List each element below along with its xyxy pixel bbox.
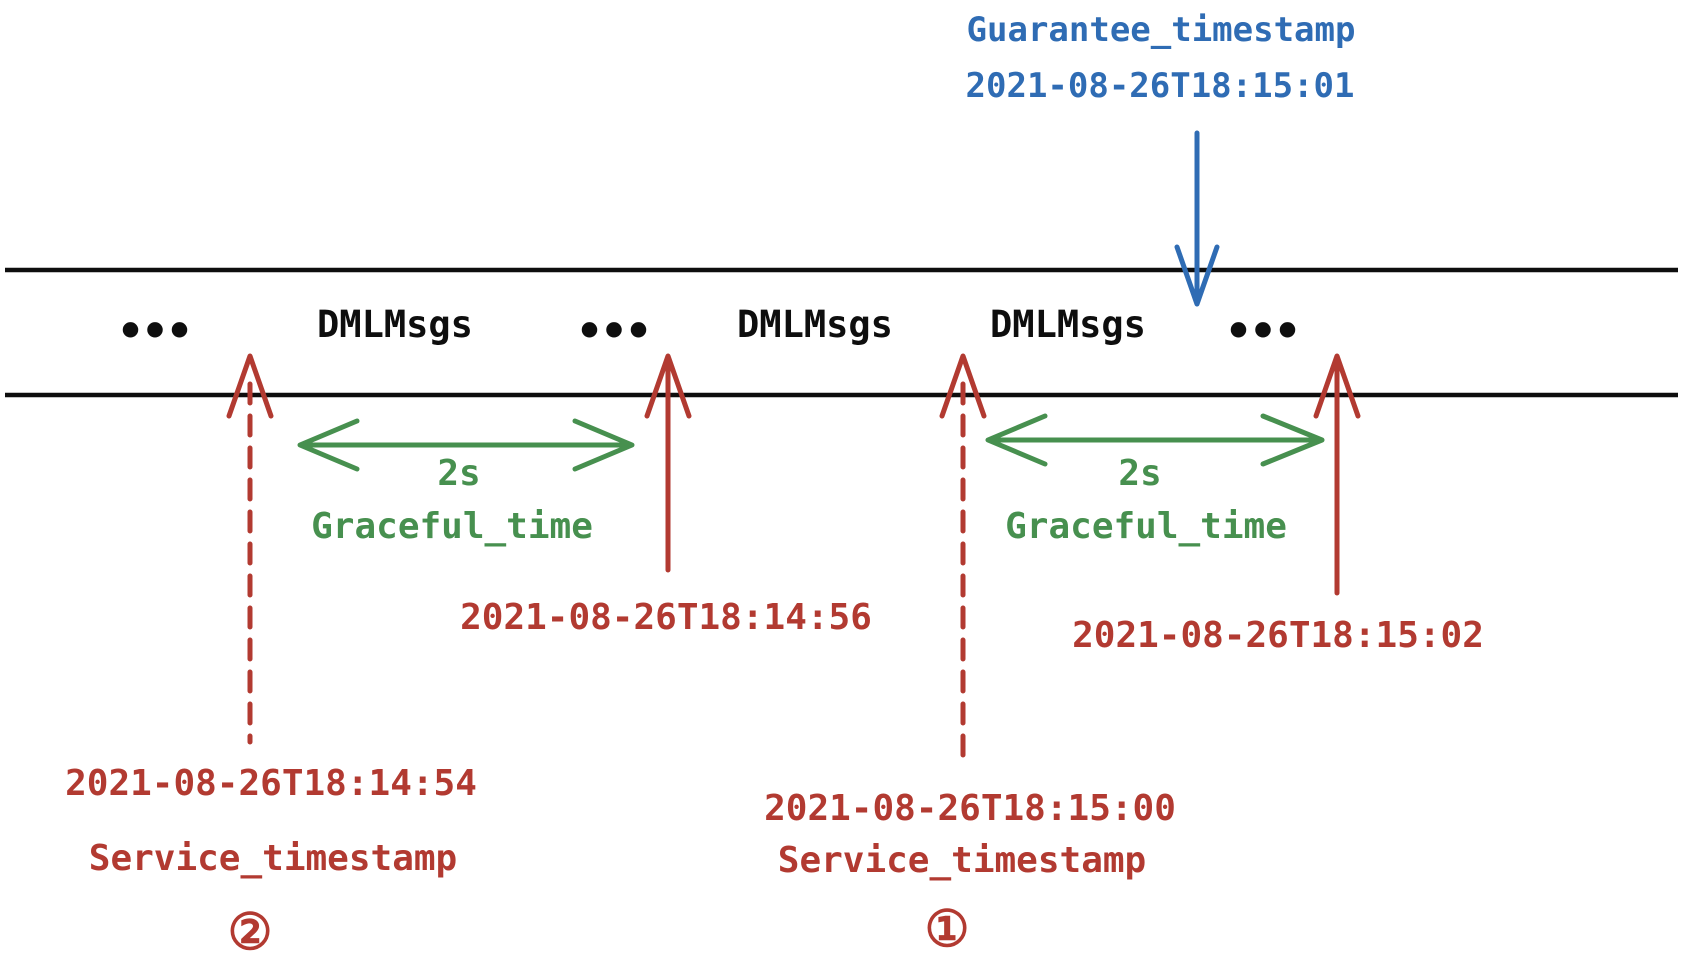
dmlmsgs-label: DMLMsgs (737, 303, 893, 346)
graceful-left-duration: 2s (437, 453, 481, 494)
graceful-left-span-arrow-icon (297, 418, 635, 472)
dml-after-arrow-icon (1313, 353, 1361, 596)
service-left-arrow-dashed-icon (226, 353, 274, 745)
graceful-right-span-arrow-icon (985, 413, 1325, 467)
dml-before-arrow-icon (644, 353, 692, 573)
badge-circled-1: ① (924, 900, 970, 958)
graceful-right-label: Graceful_time (1005, 506, 1287, 547)
dmlmsgs-label: DMLMsgs (990, 303, 1146, 346)
ellipsis-dots: ••• (1225, 306, 1300, 357)
dml-before-timestamp: 2021-08-26T18:14:56 (460, 597, 872, 638)
guarantee-timestamp-label: Guarantee_timestamp (966, 10, 1356, 50)
graceful-left-label: Graceful_time (311, 506, 593, 547)
badge-circled-2: ② (227, 903, 273, 961)
graceful-right-duration: 2s (1118, 453, 1162, 494)
service-left-timestamp: 2021-08-26T18:14:54 (65, 763, 477, 804)
service-right-timestamp: 2021-08-26T18:15:00 (764, 788, 1176, 829)
service-left-label: Service_timestamp (88, 838, 458, 879)
guarantee-timestamp-value: 2021-08-26T18:15:01 (965, 66, 1355, 106)
dmlmsgs-label: DMLMsgs (317, 303, 473, 346)
ellipsis-dots: ••• (117, 306, 192, 357)
service-right-label: Service_timestamp (777, 840, 1147, 881)
service-right-arrow-dashed-icon (939, 353, 987, 766)
guarantee-arrow-down-icon (1174, 130, 1220, 307)
dml-after-timestamp: 2021-08-26T18:15:02 (1072, 615, 1484, 656)
ellipsis-dots: ••• (576, 306, 651, 357)
